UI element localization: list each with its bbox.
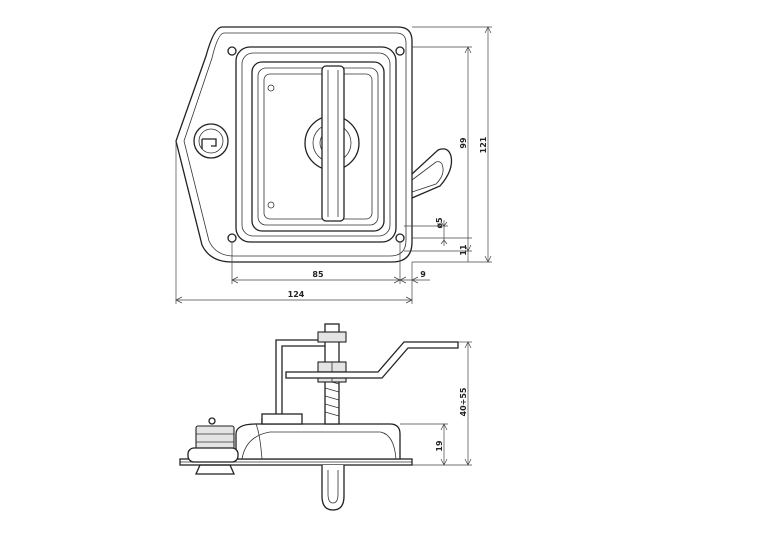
latch-tongue [411, 148, 453, 199]
recess-frame-inner [241, 52, 391, 237]
dim-label-depth: 40÷55 [459, 387, 468, 416]
dim-label-85: 85 [312, 270, 324, 279]
nut [317, 331, 347, 343]
rivet-hole-icon [267, 84, 275, 92]
dim-label-99: 99 [459, 137, 468, 149]
cam-lever-arm [285, 341, 459, 379]
key-lock-outer [193, 123, 229, 159]
latch-tongue-inner [411, 161, 444, 193]
housing-body [235, 423, 401, 460]
dim-label-19: 19 [435, 440, 444, 452]
mounting-hole-icon [395, 46, 405, 56]
handle-tab [321, 465, 345, 511]
mounting-hole-icon [395, 233, 405, 243]
dim-label-11: 11 [459, 244, 468, 256]
rivet-hole-icon [267, 201, 275, 209]
mounting-hole-icon [227, 46, 237, 56]
lock-pin-icon [208, 417, 216, 425]
dim-label-124: 124 [288, 290, 305, 299]
handle-pocket-inner [257, 67, 379, 226]
housing-curve [241, 431, 397, 460]
t-handle-bar [321, 65, 345, 222]
lock-cylinder [195, 425, 235, 451]
dim-label-121: 121 [479, 136, 488, 153]
handle-pocket-outer [251, 61, 385, 232]
mounting-plate-outline [175, 26, 413, 263]
top-view-dimensions: 121 99 11 ø5 85 9 124 [175, 26, 492, 304]
recess-frame-outer [235, 46, 397, 243]
key-lock-inner [198, 128, 224, 154]
mounting-plate-inner-edge [183, 32, 407, 257]
keyhole-icon [201, 138, 217, 149]
dim-label-9: 9 [420, 270, 426, 279]
top-view [175, 26, 453, 263]
side-view [179, 323, 459, 511]
side-view-dimensions: 40÷55 19 [400, 341, 472, 466]
mounting-hole-icon [227, 233, 237, 243]
handle-pocket-floor [263, 73, 373, 220]
dim-label-dia5: ø5 [435, 217, 444, 228]
